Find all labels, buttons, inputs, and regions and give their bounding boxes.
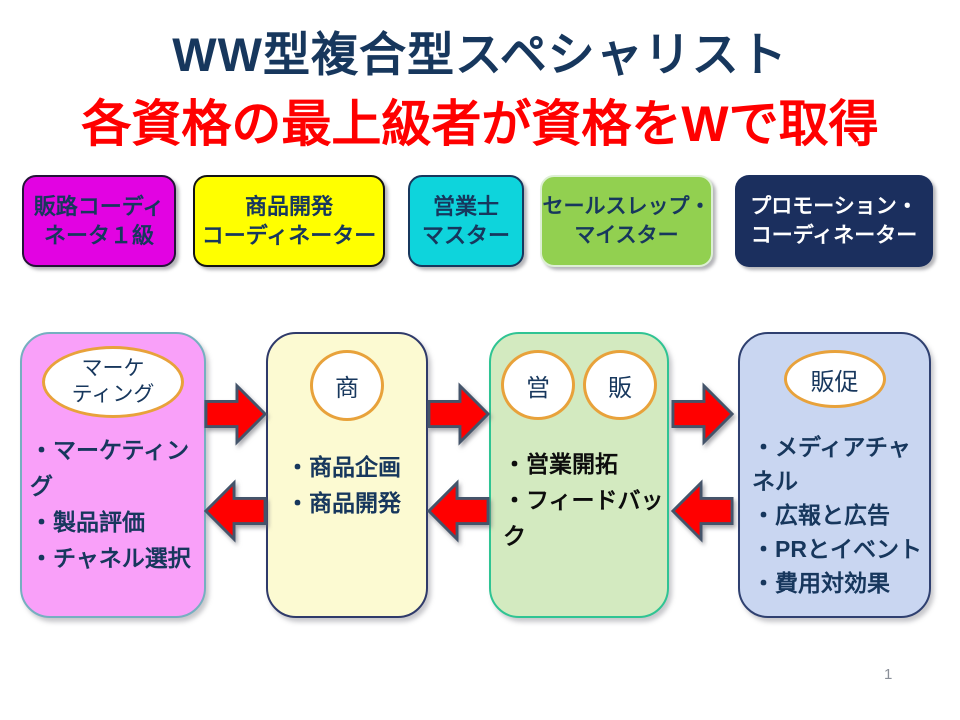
bullet-item: ・PRとイベント xyxy=(752,536,922,562)
sales-badge-group: 営 販 xyxy=(491,350,667,420)
page-number: 1 xyxy=(884,666,893,683)
bullet-item: ・フィードバック xyxy=(503,487,664,549)
process-box-product: 商 ・商品企画 ・商品開発 xyxy=(266,332,428,618)
sales-badge-circle: 営 xyxy=(501,350,575,420)
badge-label-line: 営 xyxy=(526,374,550,402)
qualification-label-line: プロモーション・ xyxy=(750,195,918,218)
promotion-bullet-list: ・メディアチャネル ・広報と広告 ・PRとイベント ・費用対効果 xyxy=(740,430,929,600)
qualification-label-line: 営業士 xyxy=(432,194,499,219)
qualification-box-product-dev-coordinator: 商品開発 コーディネーター xyxy=(193,175,385,267)
marketing-badge-oval: マーケ ティング xyxy=(42,346,184,418)
qualification-label-line: コーディネーター xyxy=(201,223,377,248)
badge-label-line: 販促 xyxy=(810,368,859,396)
red-right-arrow-icon xyxy=(671,382,735,446)
qualification-box-eigyoshi-master: 営業士 マスター xyxy=(408,175,524,267)
hanbai-badge-circle: 販 xyxy=(583,350,657,420)
badge-label-line: 販 xyxy=(608,374,632,402)
process-box-marketing: マーケ ティング ・マーケティング ・製品評価 ・チャネル選択 xyxy=(20,332,206,618)
qualification-label-line: セールスレップ・ xyxy=(542,195,711,218)
bullet-item: ・チャネル選択 xyxy=(30,545,191,571)
red-right-arrow-icon xyxy=(204,382,268,446)
qualification-box-sales-rep-meister: セールスレップ・ マイスター xyxy=(540,175,713,267)
slide-subtitle: 各資格の最上級者が資格をWで取得 xyxy=(81,96,879,152)
qualification-label-line: マイスター xyxy=(574,224,679,247)
qualification-box-hanro-coordinator: 販路コーディ ネータ１級 xyxy=(22,175,176,267)
qualification-label-line: 販路コーディ xyxy=(33,194,165,219)
qualification-label-line: ネータ１級 xyxy=(43,223,154,248)
red-left-arrow-icon xyxy=(426,479,490,543)
bullet-item: ・商品開発 xyxy=(286,490,401,516)
bullet-item: ・営業開拓 xyxy=(503,451,618,477)
bullet-item: ・広報と広告 xyxy=(752,502,890,528)
qualification-label-line: マスター xyxy=(421,223,510,248)
slide-title: WW型複合型スペシャリスト xyxy=(172,28,788,81)
process-box-promotion: 販促 ・メディアチャネル ・広報と広告 ・PRとイベント ・費用対効果 xyxy=(738,332,931,618)
badge-label-line: 商 xyxy=(335,375,359,402)
product-badge-circle: 商 xyxy=(310,350,384,421)
qualification-label-line: コーディネーター xyxy=(750,224,918,247)
red-right-arrow-icon xyxy=(427,382,491,446)
process-box-sales: 営 販 ・営業開拓 ・フィードバック xyxy=(489,332,669,618)
qualification-label-line: 商品開発 xyxy=(244,194,333,219)
product-bullet-list: ・商品企画 ・商品開発 xyxy=(268,449,426,521)
red-left-arrow-icon xyxy=(203,479,267,543)
bullet-item: ・費用対効果 xyxy=(752,570,890,596)
bullet-item: ・マーケティング xyxy=(30,437,190,499)
promotion-badge-oval: 販促 xyxy=(783,350,886,408)
marketing-bullet-list: ・マーケティング ・製品評価 ・チャネル選択 xyxy=(22,432,204,576)
red-left-arrow-icon xyxy=(670,479,734,543)
badge-label-line: マーケ xyxy=(81,357,145,380)
badge-label-line: ティング xyxy=(71,383,155,406)
qualification-box-promotion-coordinator: プロモーション・ コーディネーター xyxy=(735,175,933,267)
bullet-item: ・メディアチャネル xyxy=(752,434,911,494)
bullet-item: ・製品評価 xyxy=(30,509,145,535)
bullet-item: ・商品企画 xyxy=(286,454,401,480)
sales-bullet-list: ・営業開拓 ・フィードバック xyxy=(491,446,667,554)
